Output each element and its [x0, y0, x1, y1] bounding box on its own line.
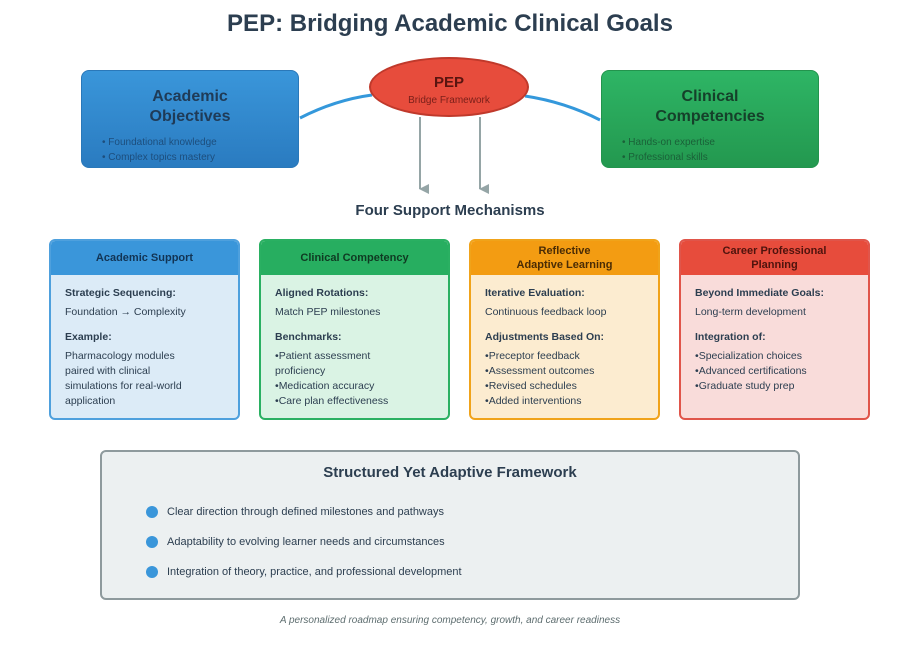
pep-subtitle: Bridge Framework [408, 95, 490, 106]
list-item: Patient assessment proficiency [275, 349, 395, 379]
card-list: Preceptor feedback Assessment outcomes R… [485, 349, 644, 409]
bridge-curve-left [299, 93, 373, 120]
clinical-competencies-heading: Clinical Competencies [655, 88, 765, 125]
list-item: Care plan effectiveness [275, 394, 395, 409]
connector-layer [299, 93, 601, 194]
card-clinical-competency: Clinical Competency Aligned Rotations: M… [259, 239, 450, 420]
footer-caption: A personalized roadmap ensuring competen… [279, 615, 621, 626]
card-label: Integration of: [695, 331, 766, 343]
card-list: Specialization choices Advanced certific… [695, 349, 854, 394]
list-item: Preceptor feedback [485, 349, 644, 364]
list-item: Added interventions [485, 394, 644, 409]
diagram-title: PEP: Bridging Academic Clinical Goals [227, 10, 673, 37]
list-item: Advanced certifications [695, 364, 854, 379]
framework-item: Adaptability to evolving learner needs a… [146, 536, 445, 548]
mechanisms-heading: Four Support Mechanisms [355, 202, 545, 219]
card-title: Reflective Adaptive Learning [471, 241, 658, 275]
bullet-dot-icon [146, 536, 158, 548]
framework-box: Structured Yet Adaptive Framework Clear … [100, 450, 800, 600]
card-title: Academic Support [51, 241, 238, 275]
card-reflective-adaptive-learning: Reflective Adaptive Learning Iterative E… [469, 239, 660, 420]
card-text: Pharmacology modules paired with clinica… [65, 350, 182, 407]
framework-item-text: Clear direction through defined mileston… [167, 506, 444, 518]
academic-objectives-heading: Academic Objectives [149, 88, 231, 125]
card-label: Example: [65, 331, 112, 343]
card-label: Beyond Immediate Goals: [695, 287, 824, 299]
card-label: Benchmarks: [275, 331, 342, 343]
card-label: Adjustments Based On: [485, 331, 605, 343]
list-item: Foundational knowledge [102, 135, 216, 150]
card-label: Strategic Sequencing: [65, 287, 176, 299]
card-title: Career Professional Planning [681, 241, 868, 275]
card-list: Patient assessment proficiency Medicatio… [275, 349, 395, 409]
academic-objectives-list: Foundational knowledge Complex topics ma… [102, 135, 217, 165]
list-item: Medication accuracy [275, 379, 395, 394]
framework-item-text: Adaptability to evolving learner needs a… [167, 536, 445, 548]
card-title: Clinical Competency [261, 241, 448, 275]
card-text: Long-term development [695, 306, 806, 318]
framework-title: Structured Yet Adaptive Framework [323, 464, 577, 481]
list-item: Complex topics mastery [102, 150, 217, 165]
list-item: Hands-on expertise [622, 135, 715, 150]
card-text: Continuous feedback loop [485, 306, 607, 318]
framework-item: Integration of theory, practice, and pro… [146, 566, 462, 578]
list-item: Graduate study prep [695, 379, 854, 394]
list-item: Revised schedules [485, 379, 644, 394]
card-text: Foundation → Complexity [65, 306, 186, 318]
pep-title: PEP [433, 74, 464, 91]
framework-item-text: Integration of theory, practice, and pro… [167, 566, 462, 578]
card-text: Match PEP milestones [275, 306, 381, 318]
pep-bridge-oval: PEP Bridge Framework [369, 57, 529, 117]
list-item: Specialization choices [695, 349, 854, 364]
card-label: Aligned Rotations: [275, 287, 369, 299]
card-label: Iterative Evaluation: [485, 287, 585, 299]
list-item: Assessment outcomes [485, 364, 644, 379]
bullet-dot-icon [146, 506, 158, 518]
bullet-dot-icon [146, 566, 158, 578]
clinical-competencies-box: Clinical Competencies Hands-on expertise… [601, 70, 819, 168]
clinical-competencies-list: Hands-on expertise Professional skills [622, 135, 715, 165]
card-career-professional-planning: Career Professional Planning Beyond Imme… [679, 239, 870, 420]
bridge-curve-right [524, 94, 601, 122]
card-academic-support: Academic Support Strategic Sequencing: F… [49, 239, 240, 420]
academic-objectives-box: Academic Objectives Foundational knowled… [81, 70, 299, 168]
list-item: Professional skills [622, 150, 715, 165]
framework-item: Clear direction through defined mileston… [146, 506, 444, 518]
